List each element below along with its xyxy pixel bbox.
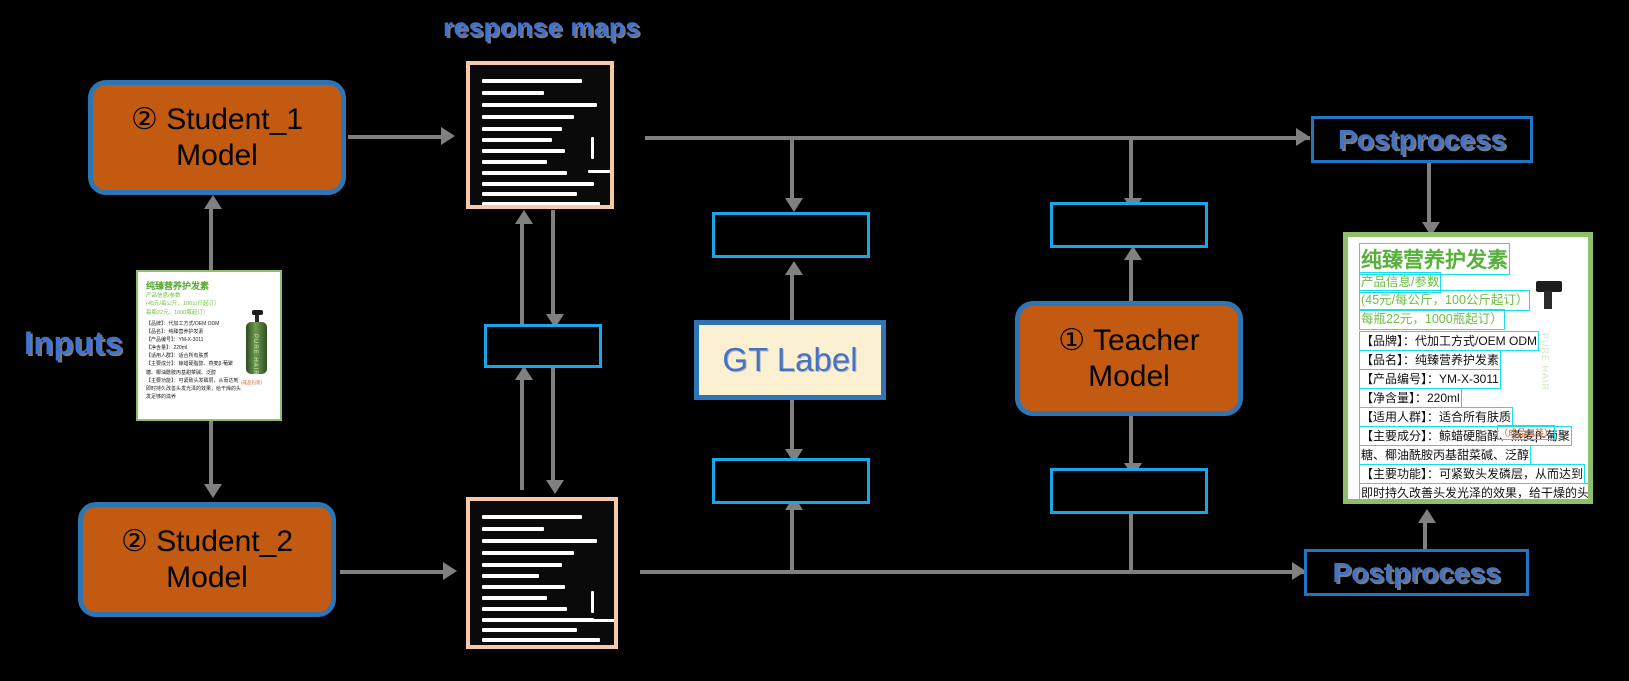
output-card-subtitle: 产品信息/参数 [1358,272,1442,293]
input-card-title: 纯臻营养护发素 [146,281,210,291]
input-card-price1: (45元/每公斤，100公斤起订） [146,301,220,307]
connector-gt-up [790,270,794,320]
connector-teacher-down [1129,415,1133,465]
feature-box-gt-bottom[interactable] [712,458,870,504]
arrowhead-mid-down-2 [546,480,564,494]
inputs-label: Inputs [24,325,123,361]
postprocess-bottom-box[interactable]: Postprocess [1304,549,1529,596]
output-card-price1: (45元/每公斤，100公斤起订） [1358,290,1531,311]
input-product-bottle-image: PURE HAIR [236,310,276,376]
connector-top-bus-drop-gt [790,136,794,204]
arrowhead-student2-to-respmap2 [443,562,457,580]
feature-box-middle[interactable] [484,324,602,368]
connector-student1-to-respmap1 [348,135,443,139]
connector-bottom-bus [640,570,1305,574]
output-card-line: 发足够的滋养 [1360,503,1434,504]
output-card-line: 即时持久改善头发光泽的效果，给干燥的头 [1358,483,1590,500]
output-card-line: 【品名】：纯臻营养护发素 [1358,350,1502,370]
connector-pp-bottom-to-output [1423,518,1427,550]
connector-input-to-student2 [209,420,213,485]
output-card-line: 【净含量】：220ml [1359,388,1462,408]
arrowhead-top-bus [1296,128,1310,146]
response-map-bottom-streaks [470,501,614,645]
output-card-title: 纯臻营养护发素 [1359,243,1510,275]
teacher-model-label-line1: ① Teacher [1058,324,1200,358]
output-card-price2: 每瓶22元，1000瓶起订） [1359,309,1505,330]
arrowhead-teacher-up [1124,246,1142,260]
input-product-card[interactable]: 纯臻营养护发素 产品信息/参数 (45元/每公斤，100公斤起订） 每瓶22元，… [136,270,282,421]
response-map-top [466,61,614,209]
student1-model-label-line1: ② Student_1 [130,103,304,137]
output-card-line: 【品牌】：代加工方式/OEM ODM [1359,331,1539,351]
connector-input-to-student1 [209,205,213,270]
output-card-caption: （成品包装） [1496,425,1556,440]
teacher-model-box[interactable]: ① Teacher Model [1015,301,1243,416]
response-map-bottom [466,497,618,649]
input-card-line: 【适用人群】：适合所有肤质 [146,353,209,360]
feature-box-teacher-bottom[interactable] [1050,468,1208,514]
connector-top-bus [645,136,1310,140]
arrowhead-input-to-student1 [204,195,222,209]
connector-mid-down-1 [551,210,555,315]
connector-gt-down [790,400,794,450]
student1-model-box[interactable]: ② Student_1 Model [88,80,346,195]
feature-box-gt-top[interactable] [712,212,870,258]
connector-student2-to-respmap2 [340,570,445,574]
arrowhead-student1-to-respmap1 [441,127,455,145]
student1-model-label-line2: Model [176,138,258,172]
student2-model-label-line2: Model [166,560,248,594]
arrowhead-input-to-student2 [204,484,222,498]
arrowhead-mid-up-1 [515,210,533,224]
input-bottle-label: PURE HAIR [252,334,258,376]
postprocess-top-box[interactable]: Postprocess [1311,116,1533,163]
connector-teacher-up [1129,255,1133,305]
output-card-line: 【主要成分】：鲸蜡硬脂醇、燕麦β-葡聚 [1359,426,1572,446]
connector-mid-up-1 [520,220,524,325]
connector-mid-down-2 [551,366,555,481]
input-card-line: 即时持久改善头发光泽的效果，给干燥的头 [146,385,242,392]
input-card-line: 【主要功能】：可紧致头发磷层，从而达到 [146,377,239,384]
input-card-line: 糖、椰油酰胺丙基甜菜碱、泛醇 [146,369,217,376]
input-card-price2: 每瓶22元，1000瓶起订） [146,310,209,316]
output-card-line: 糖、椰油酰胺丙基甜菜碱、泛醇 [1358,445,1532,465]
output-bottle-label: PURE HAIR [1540,333,1550,392]
teacher-model-label-line2: Model [1088,359,1170,393]
connector-bottom-bus-rise-teacher [1129,505,1133,571]
student2-model-box[interactable]: ② Student_2 Model [78,502,336,617]
output-card-line: 【主要功能】：可紧致头发磷层，从而达到 [1358,464,1586,484]
output-card-line: 【产品编号】：YM-X-3011 [1359,369,1501,389]
response-maps-label: response maps [443,12,641,42]
input-card-subtitle: 产品信息/参数 [146,293,181,299]
feature-box-teacher-top[interactable] [1050,202,1208,248]
student2-model-label-line1: ② Student_2 [120,525,294,559]
arrowhead-gt-up [785,261,803,275]
output-product-bottle-image: PURE HAIR [1500,281,1588,426]
output-card-title-text: 纯臻营养护发素 [1359,243,1510,275]
output-product-card[interactable]: 纯臻营养护发素 产品信息/参数 (45元/每公斤，100公斤起订） 每瓶22元，… [1343,232,1593,504]
connector-top-bus-drop-teacher [1129,136,1133,204]
connector-bottom-bus-rise-gt [790,505,794,571]
connector-pp-top-to-output [1427,163,1431,228]
response-map-top-streaks [470,65,610,205]
arrowhead-mid-up-2 [515,366,533,380]
gt-label-text: GT Label [722,341,858,378]
input-card-lines: 【品牌】：代加工方式/OEM ODM 【品名】：纯臻营养护发素 【产品编号】：Y… [146,320,278,401]
input-card-line: 【产品编号】：YM-X-3011 [146,337,204,344]
input-card-line: 发足够的滋养 [146,393,177,400]
arrowhead-pp-bottom-to-output [1418,509,1436,523]
input-card-caption: （成品包装） [238,380,265,385]
input-card-line: 【品牌】：代加工方式/OEM ODM [146,321,220,327]
input-card-line: 【品名】：纯臻营养护发素 [146,329,204,336]
arrowhead-top-bus-drop-gt [785,198,803,212]
postprocess-top-label: Postprocess [1337,123,1507,155]
input-card-line: 【净含量】：220ml [146,345,188,352]
output-card-line: 【适用人群】：适合所有肤质 [1358,407,1514,427]
arrowhead-bottom-bus [1292,562,1306,580]
gt-label-box[interactable]: GT Label [694,320,886,400]
connector-mid-up-2 [520,375,524,490]
input-card-line: 【主要成分】：鲸蜡硬脂醇、燕麦β-葡聚 [146,361,234,368]
postprocess-bottom-label: Postprocess [1332,556,1501,588]
